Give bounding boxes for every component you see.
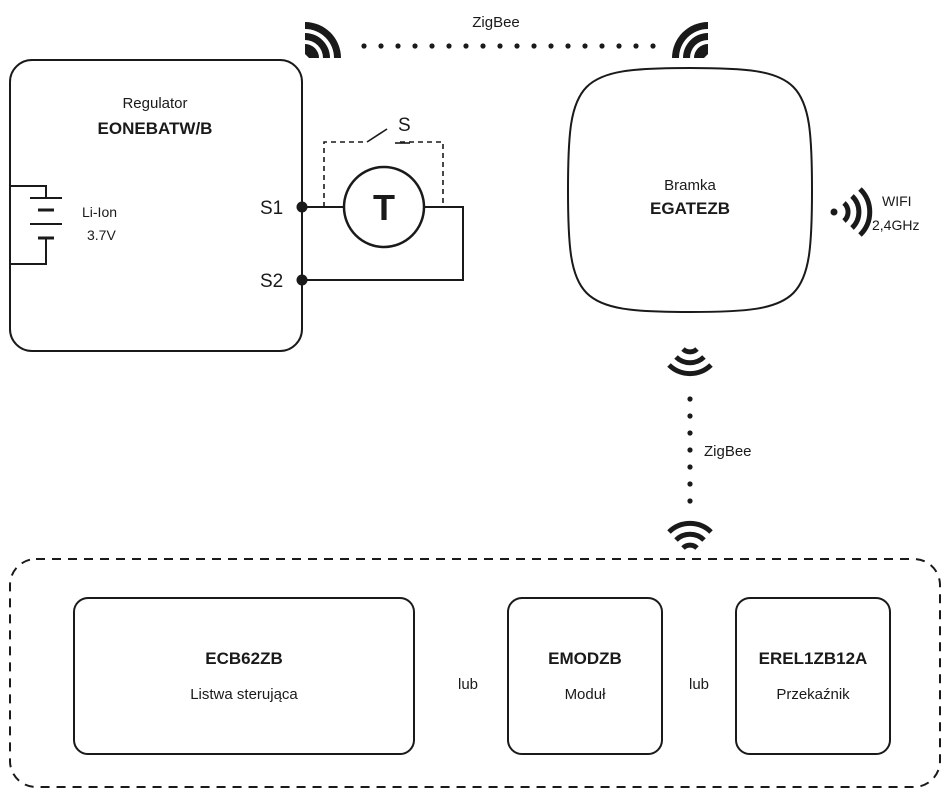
zigbee-wave-icon [305, 22, 341, 58]
wifi-frequency-label: 2,4GHz [872, 217, 919, 233]
zigbee-top-label: ZigBee [472, 14, 520, 31]
device-box [507, 597, 663, 755]
device-model: ECB62ZB [205, 649, 282, 668]
wifi-broadcast-icon [830, 187, 873, 237]
temperature-sensor-icon: T [342, 165, 426, 249]
switch-icon [323, 128, 444, 207]
connector-or-label: lub [458, 676, 478, 693]
device-box [735, 597, 891, 755]
sensor-wiring [302, 206, 464, 281]
zigbee-vertical-label: ZigBee [704, 443, 752, 460]
zigbee-dotted-link-vertical [687, 396, 693, 504]
device-description: Moduł [565, 686, 607, 703]
zigbee-wave-icon [667, 520, 713, 550]
device-model: EMODZB [548, 649, 622, 668]
switch-label: S [398, 115, 411, 136]
gateway-box [566, 66, 814, 314]
terminal-s1-label: S1 [260, 198, 283, 219]
connector-or-label: lub [689, 676, 709, 693]
gateway-block: Bramka EGATEZB [566, 66, 814, 314]
device-emodzb: EMODZB Moduł [507, 597, 663, 755]
sensor-symbol: T [373, 187, 395, 228]
gateway-title: Bramka [664, 177, 716, 194]
device-description: Listwa sterująca [190, 686, 298, 703]
zigbee-dotted-link-horizontal [361, 43, 656, 49]
battery-icon [10, 185, 62, 265]
device-ecb62zb: ECB62ZB Listwa sterująca [73, 597, 415, 755]
gateway-model: EGATEZB [650, 199, 730, 218]
zigbee-wave-icon [672, 22, 708, 58]
device-erel1zb12a: EREL1ZB12A Przekaźnik [735, 597, 891, 755]
device-description: Przekaźnik [776, 686, 850, 703]
regulator-title: Regulator [122, 95, 187, 112]
device-group-frame [9, 558, 941, 788]
battery-type-label: Li-Ion [82, 204, 117, 220]
zigbee-wave-icon [667, 347, 713, 377]
terminal-s2-label: S2 [260, 271, 283, 292]
battery-voltage-label: 3.7V [87, 227, 116, 243]
regulator-model: EONEBATW/B [98, 119, 213, 138]
regulator-block: Regulator EONEBATW/B Li-Ion 3.7V S1 S2 [9, 59, 308, 352]
device-box [73, 597, 415, 755]
wifi-label: WIFI [882, 193, 912, 209]
device-model: EREL1ZB12A [759, 649, 868, 668]
